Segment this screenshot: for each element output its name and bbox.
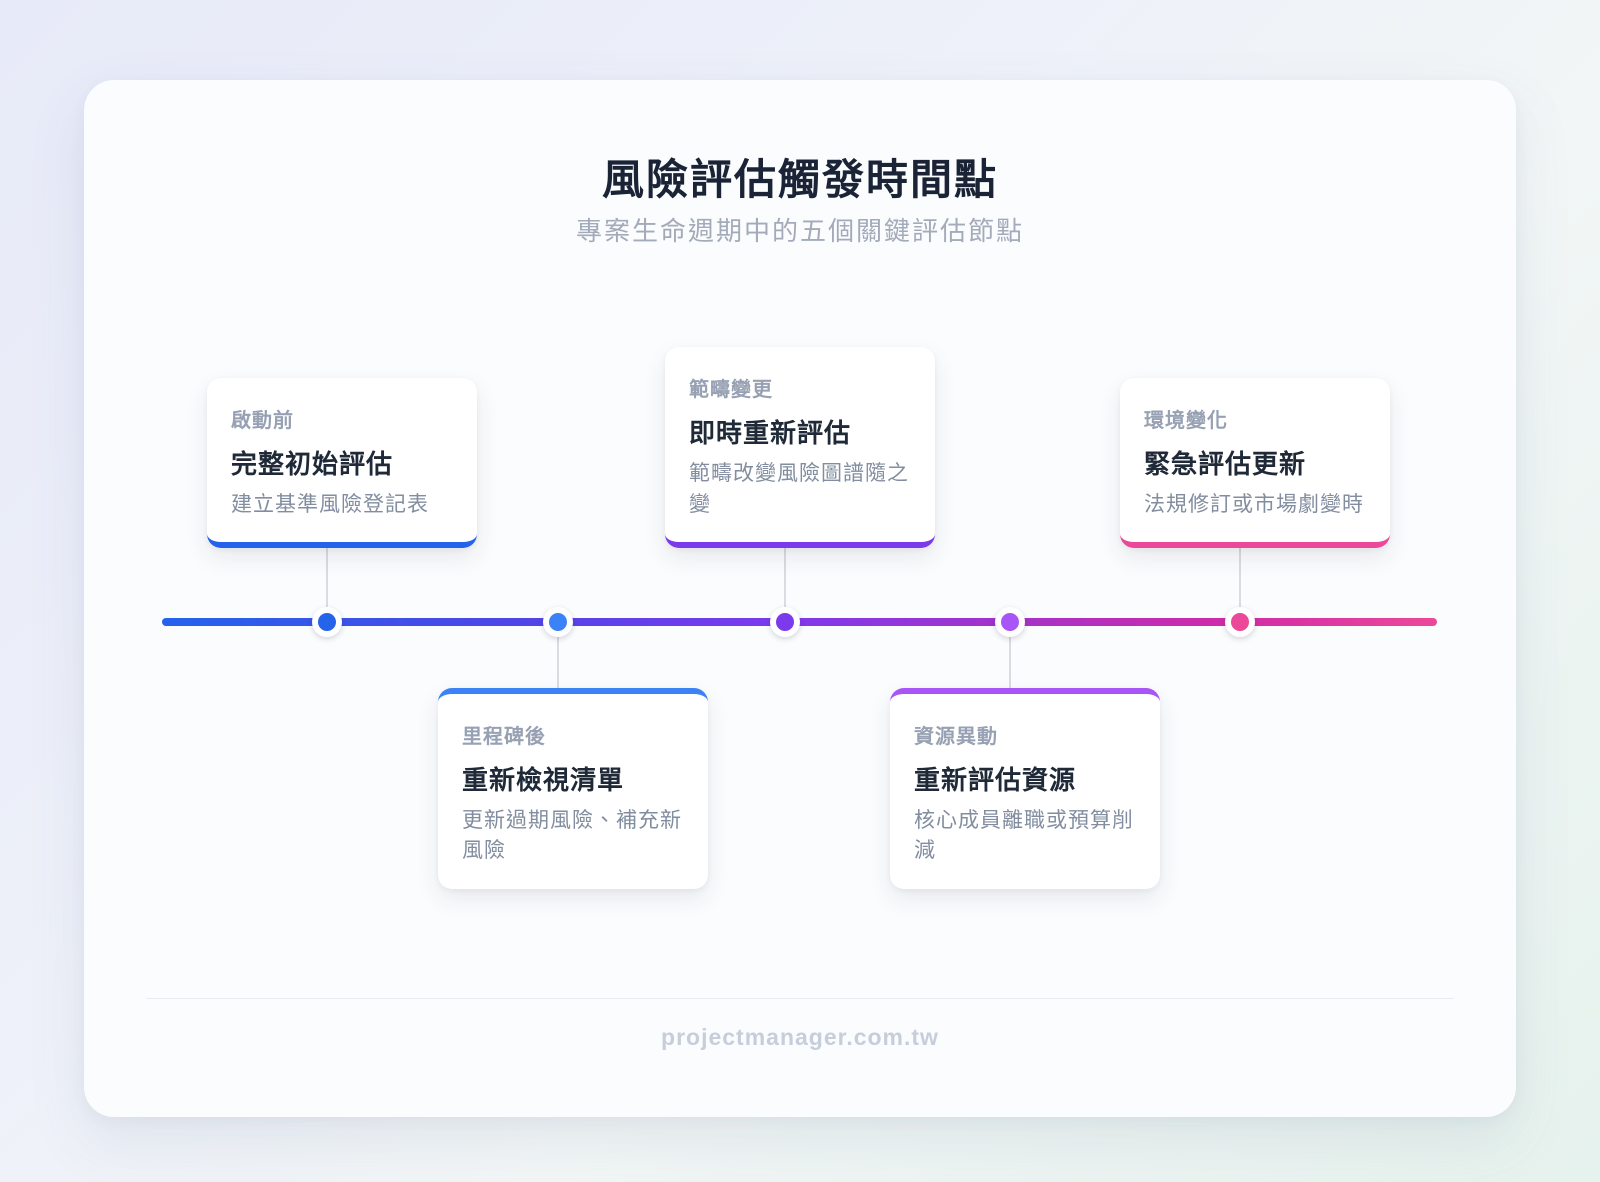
card-label: 里程碑後: [462, 726, 546, 748]
timeline-card-before-kickoff: 啟動前 完整初始評估 建立基準風險登記表: [207, 377, 477, 548]
page-subtitle: 專案生命週期中的五個關鍵評估節點: [575, 216, 1024, 246]
card-label: 啟動前: [231, 409, 294, 432]
connector-node-3: [784, 538, 786, 622]
card-description: 法規修訂或市場劇變時: [1144, 492, 1364, 516]
footer-site-name: projectmanager.com.tw: [661, 1024, 939, 1050]
card-label: 範疇變更: [689, 379, 773, 402]
page-title: 風險評估觸發時間點: [601, 156, 998, 203]
timeline-dot-2: [543, 607, 573, 637]
card-label: 資源異動: [914, 726, 998, 748]
footer-divider: [146, 998, 1454, 999]
timeline-dot-3: [770, 607, 800, 637]
main-panel: 風險評估觸發時間點 專案生命週期中的五個關鍵評估節點 啟動前 完整初始評估 建立…: [84, 80, 1516, 1117]
card-title: 重新檢視清單: [462, 765, 625, 795]
card-description: 核心成員離職或預算削減: [914, 809, 1134, 863]
timeline-dot-5: [1225, 607, 1255, 637]
timeline-card-scope-change: 範疇變更 即時重新評估 範疇改變風險圖譜隨之變: [665, 347, 935, 548]
timeline-dot-4: [995, 607, 1025, 637]
card-description: 建立基準風險登記表: [231, 492, 429, 516]
card-description: 更新過期風險、補充新風險: [462, 809, 682, 863]
card-label: 環境變化: [1144, 409, 1228, 432]
card-title: 緊急評估更新: [1144, 448, 1307, 479]
card-title: 完整初始評估: [231, 448, 394, 479]
card-description: 範疇改變風險圖譜隨之變: [689, 462, 909, 516]
timeline-card-resource-change: 資源異動 重新評估資源 核心成員離職或預算削減: [890, 688, 1160, 889]
card-title: 重新評估資源: [914, 765, 1077, 795]
connector-node-4: [1009, 622, 1011, 692]
connector-node-1: [326, 538, 328, 622]
timeline-card-after-milestone: 里程碑後 重新檢視清單 更新過期風險、補充新風險: [438, 688, 708, 889]
connector-node-5: [1239, 538, 1241, 622]
timeline-card-environment-change: 環境變化 緊急評估更新 法規修訂或市場劇變時: [1120, 377, 1390, 548]
timeline-dot-1: [312, 607, 342, 637]
connector-node-2: [557, 622, 559, 692]
card-title: 即時重新評估: [689, 418, 852, 449]
